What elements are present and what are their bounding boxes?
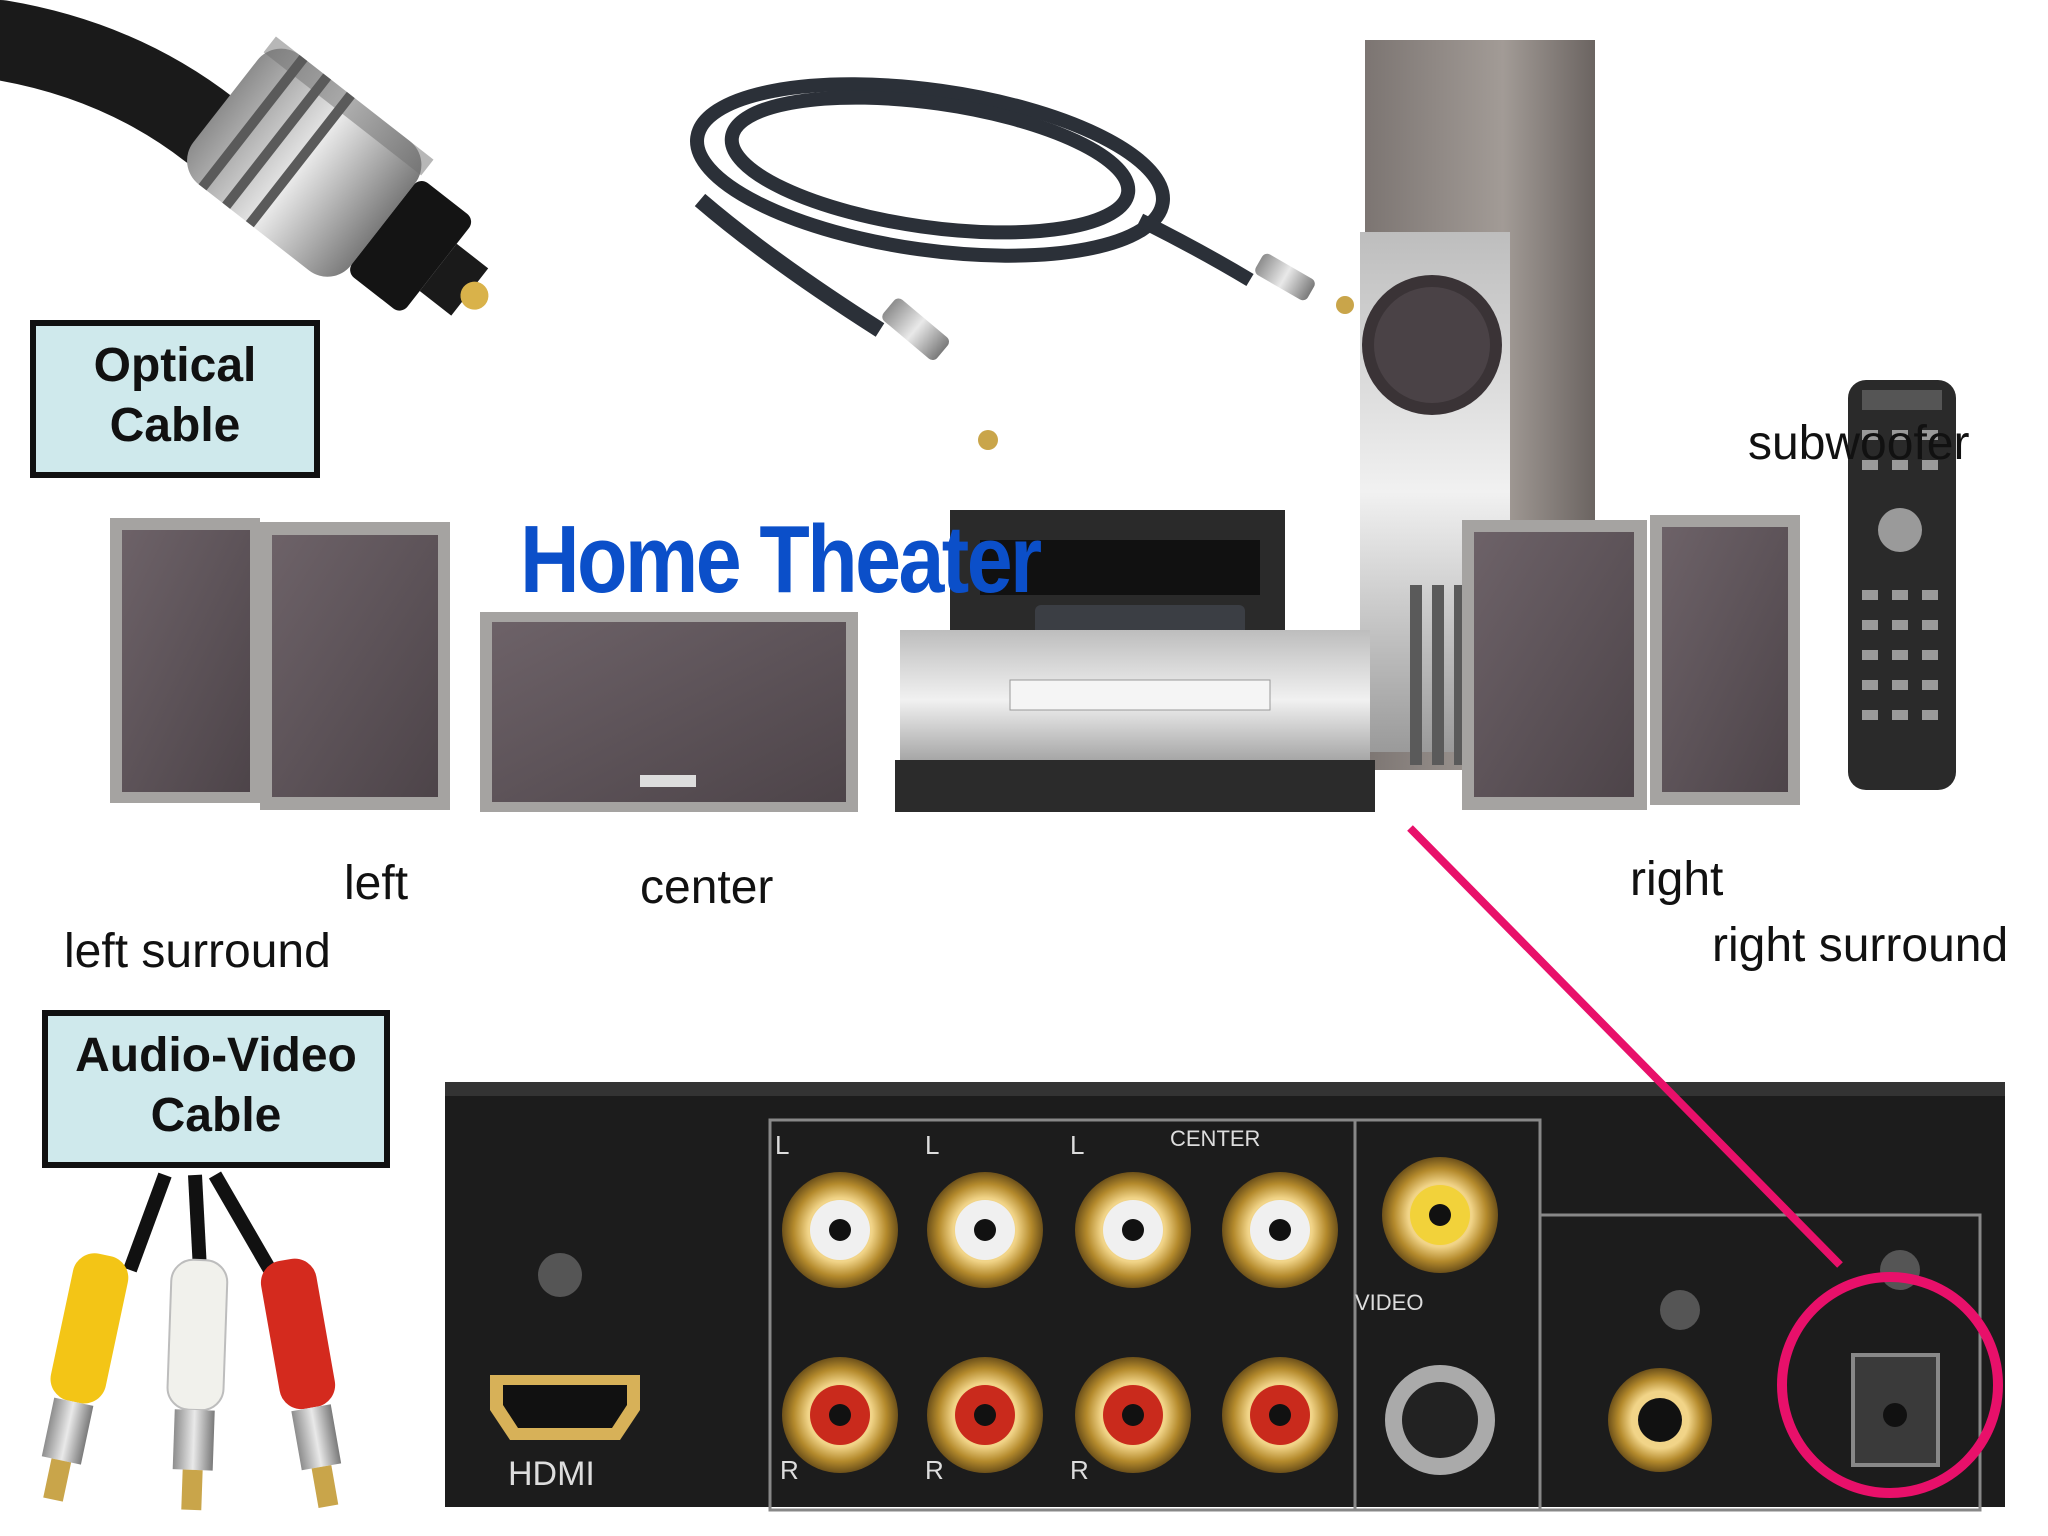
optical-cable-coil-icon <box>690 77 1254 337</box>
remote-icon <box>1848 380 1956 790</box>
panel-label-video: VIDEO <box>1355 1290 1424 1315</box>
rca-jacks-red <box>782 1357 1712 1473</box>
speaker-right-surround-icon <box>1650 515 1800 805</box>
diagram-title: Home Theater <box>520 506 1042 613</box>
panel-label-hdmi: HDMI <box>508 1455 595 1493</box>
audio-video-cable-icon <box>41 1171 342 1511</box>
receiver-icon <box>895 510 1375 812</box>
audio-video-cable-label-line1: Audio-Video <box>75 1029 357 1082</box>
speaker-label-right: right <box>1630 853 1724 906</box>
cable-plug-icon <box>882 298 950 361</box>
speaker-left-icon <box>260 522 450 810</box>
optical-cable-closeup-icon <box>0 0 489 316</box>
optical-cable-label: Optical Cable <box>30 320 320 478</box>
hdmi-port-icon <box>490 1375 640 1440</box>
speaker-label-left-surround: left surround <box>64 925 331 978</box>
rca-jacks-white <box>782 1157 1498 1288</box>
speaker-label-subwoofer: subwoofer <box>1748 417 1970 470</box>
cable-plug-icon <box>1255 253 1315 301</box>
audio-video-cable-label: Audio-Video Cable <box>42 1010 390 1168</box>
panel-label-l1: L <box>775 1130 790 1160</box>
pointer-circle <box>1777 1272 2003 1498</box>
audio-video-cable-label-line2: Cable <box>150 1089 282 1142</box>
speaker-center-icon <box>480 612 858 812</box>
pointer-line <box>1407 825 1843 1268</box>
rear-panel-icon <box>445 1082 2005 1512</box>
speaker-label-left: left <box>344 857 409 910</box>
panel-label-r3: R <box>1070 1455 1089 1485</box>
optical-cable-label-line2: Cable <box>109 399 241 452</box>
speaker-label-right-surround: right surround <box>1712 919 2009 972</box>
panel-label-center: CENTER <box>1170 1126 1261 1151</box>
speaker-right-icon <box>1462 520 1647 810</box>
panel-label-r1: R <box>780 1455 799 1485</box>
panel-label-l3: L <box>1070 1130 1085 1160</box>
speaker-label-center: center <box>640 861 774 914</box>
panel-label-l2: L <box>925 1130 940 1160</box>
optical-cable-label-line1: Optical <box>93 339 257 392</box>
speaker-left-surround-icon <box>110 518 260 803</box>
panel-label-r2: R <box>925 1455 944 1485</box>
